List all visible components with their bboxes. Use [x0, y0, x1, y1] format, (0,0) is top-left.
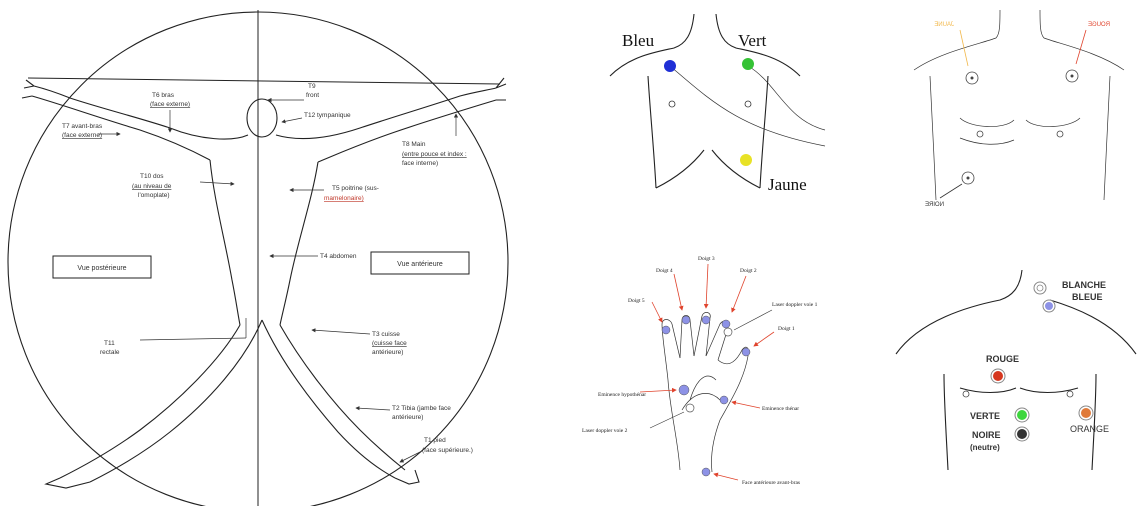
label-t3: T3 cuisse: [372, 331, 400, 338]
label-t9: T9: [308, 83, 316, 90]
electrode-doigt2: [722, 320, 730, 328]
label-avant-bras: Face antérieure avant-bras: [742, 480, 800, 486]
label-t7: T7 avant-bras: [62, 123, 103, 130]
label-t12: T12 tympanique: [304, 112, 351, 119]
hand-panel: Doigt 3 Doigt 4 Doigt 2 Doigt 5 Laser do…: [570, 240, 870, 506]
label-jaune: Jaune: [768, 175, 807, 194]
label-t7-sub: (face externe): [62, 132, 102, 139]
ecg3-panel: Bleu Vert Jaune: [600, 0, 830, 200]
thorax-mirror-panel: JAUNE ROUGE NOIRE: [900, 0, 1141, 220]
label-t10-sub1: (au niveau de: [132, 183, 172, 190]
tag-jaune-mirrored: JAUNE: [934, 22, 954, 28]
label-doigt3: Doigt 3: [698, 256, 715, 262]
human-figure: [22, 78, 506, 488]
label-verte: VERTE: [970, 411, 1000, 421]
box-posterior-label: Vue postérieure: [77, 265, 126, 272]
label-rouge: ROUGE: [986, 354, 1019, 364]
electrode-thenar: [720, 396, 728, 404]
label-t1: T1 pied: [424, 437, 446, 444]
electrode-hypothenar: [679, 385, 689, 395]
label-t2-sub: antérieure): [392, 414, 423, 421]
label-t5-sub: mamelonaire): [324, 195, 364, 202]
label-t8: T8 Main: [402, 141, 426, 148]
label-t5: T5 poitrine (sus-: [332, 185, 379, 192]
label-blanche: BLANCHE: [1062, 280, 1106, 290]
electrode-doigt3: [702, 316, 710, 324]
label-t10: T10 dos: [140, 173, 164, 180]
label-thenar: Eminence thénar: [762, 406, 799, 412]
label-t3-sub1: (cuisse face: [372, 340, 407, 347]
label-t8-sub1: (entre pouce et index :: [402, 151, 467, 158]
label-vert: Vert: [738, 31, 767, 50]
label-t3-sub2: antérieure): [372, 349, 403, 356]
electrode-doigt5: [662, 326, 670, 334]
label-t4: T4 abdomen: [320, 253, 357, 260]
electrode-laser1: [724, 328, 732, 336]
label-doigt1: Doigt 1: [778, 326, 795, 332]
vitruvian-panel: Vue postérieure Vue antérieure T6 bras (…: [0, 0, 520, 506]
electrode-doigt4: [682, 316, 690, 324]
electrode-blanche: [1034, 282, 1046, 294]
tag-noire-mirrored: NOIRE: [925, 202, 944, 208]
label-doigt5: Doigt 5: [628, 298, 645, 304]
electrode-bleu: [664, 60, 676, 72]
ecg5-panel: BLANCHE BLEUE ROUGE VERTE NOIRE (neutre)…: [890, 270, 1141, 506]
label-noire: NOIRE: [972, 430, 1001, 440]
tag-rouge-mirrored: ROUGE: [1088, 22, 1110, 28]
label-t6-sub: (face externe): [150, 101, 190, 108]
label-bleu: Bleu: [622, 31, 655, 50]
electrode-jaune: [740, 154, 752, 166]
label-t10-sub2: l'omoplate): [138, 192, 170, 199]
label-laser1: Laser doppler voie 1: [772, 302, 818, 308]
electrode-laser2: [686, 404, 694, 412]
electrode-doigt1: [742, 348, 750, 356]
electrode-vert: [742, 58, 754, 70]
label-t11: T11: [104, 340, 115, 347]
label-t9-sub: front: [306, 92, 319, 99]
box-anterior-label: Vue antérieure: [397, 261, 443, 268]
label-doigt4: Doigt 4: [656, 268, 673, 274]
label-t2: T2 Tibia (jambe face: [392, 405, 451, 412]
label-t8-sub2: face interne): [402, 160, 438, 167]
hand-outline: [662, 312, 749, 472]
label-neutre: (neutre): [970, 443, 1000, 452]
electrode-avant-bras: [702, 468, 710, 476]
label-t6: T6 bras: [152, 92, 175, 99]
label-bleue: BLEUE: [1072, 292, 1103, 302]
label-t1-sub: (face supérieure.): [422, 447, 473, 454]
arm-line: [28, 78, 500, 84]
label-orange: ORANGE: [1070, 424, 1109, 434]
label-t11-sub: rectale: [100, 349, 120, 356]
label-hypothenar: Eminence hypothénar: [598, 392, 646, 398]
label-doigt2: Doigt 2: [740, 268, 757, 274]
label-laser2: Laser doppler voie 2: [582, 428, 628, 434]
